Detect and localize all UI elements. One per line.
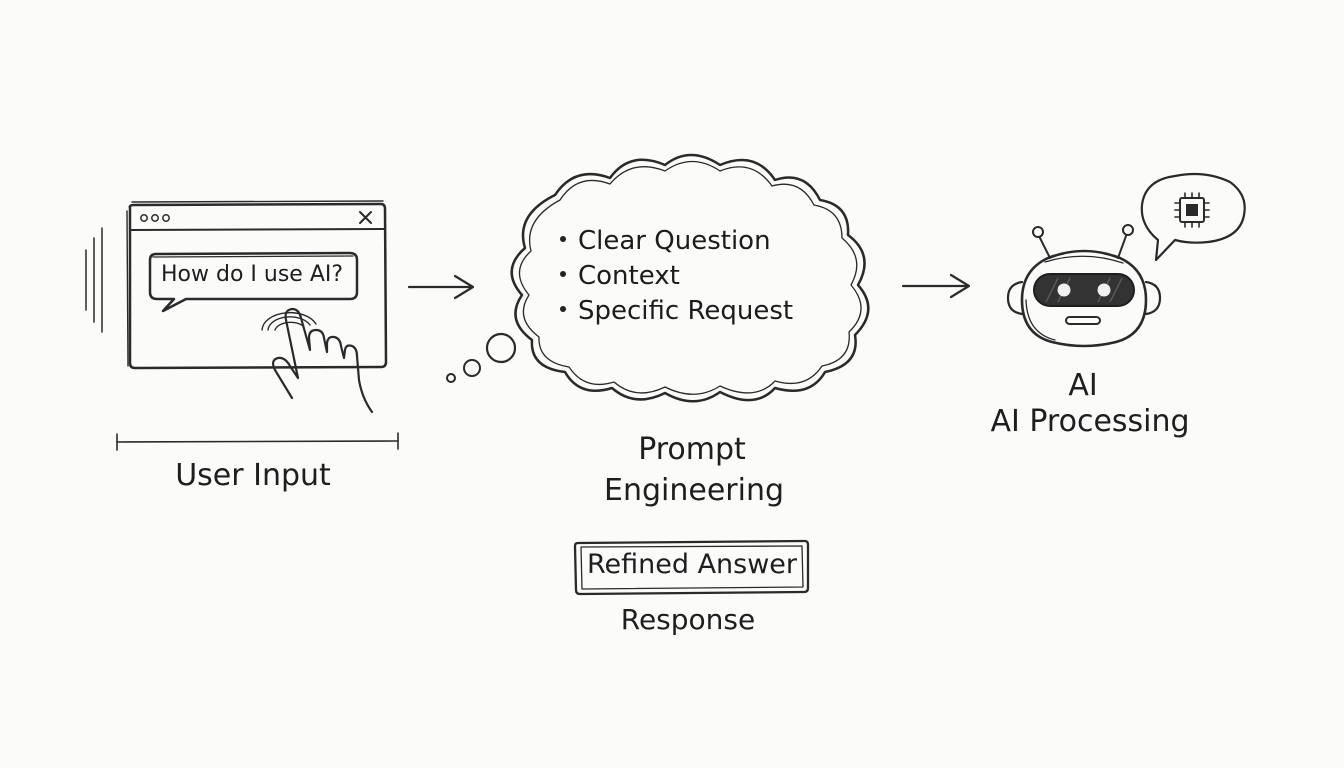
response-label: Response [620,603,756,636]
chip-icon [1174,192,1210,228]
search-bubble-outline [148,251,359,313]
ai-name-label: AI [1068,368,1098,403]
bullet-icon [560,235,566,242]
speech-bubble-outline [1140,172,1246,262]
list-item: Clear Question [560,224,793,259]
ai-processing-label: AI Processing [990,404,1190,439]
user-input-label: User Input [175,458,331,493]
prompt-label-line2: Engineering [604,473,784,508]
list-item: Context [560,259,793,294]
pointing-hand-icon [261,307,374,414]
bullet-icon [560,270,566,277]
close-icon [359,211,372,224]
measure-line [116,432,399,451]
search-input-text: How do I use AI? [161,262,344,287]
prompt-criteria-list: Clear Question Context Specific Request [560,224,793,329]
list-item: Specific Request [560,294,793,329]
robot-visor [1033,273,1135,307]
thought-cloud-icon [446,153,870,403]
motion-lines [85,227,103,333]
arrow-right-icon [901,273,971,299]
prompt-label-line1: Prompt [638,432,746,467]
answer-box-outline [573,539,810,596]
arrow-right-icon [407,274,475,300]
bullet-icon [560,305,566,312]
robot-icon [1006,224,1162,348]
answer-text: Refined Answer [586,549,798,580]
browser-window-icon [126,200,388,370]
